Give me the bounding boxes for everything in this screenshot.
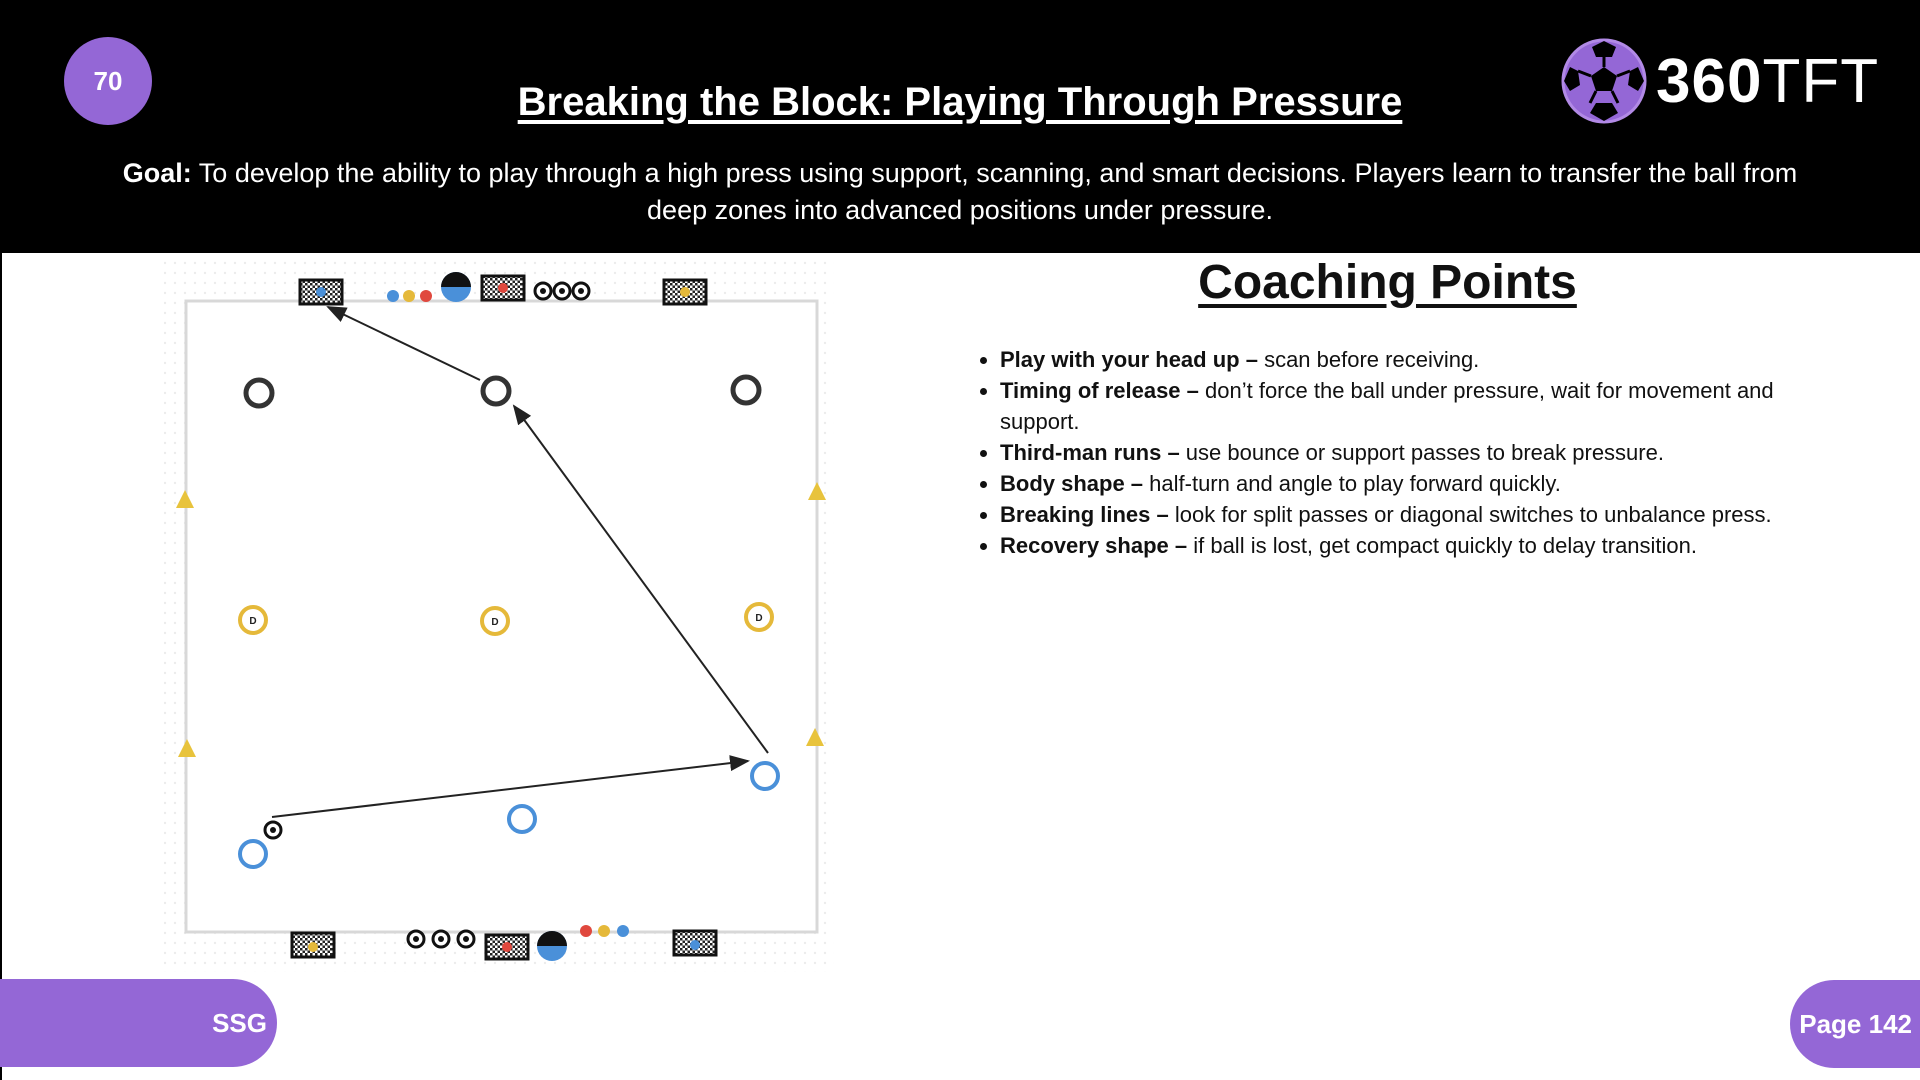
coaching-point-text: don’t force the ball under pressure, wai… bbox=[1000, 378, 1774, 434]
attacker-player bbox=[238, 839, 268, 869]
coaching-point: Play with your head up – scan before rec… bbox=[1000, 344, 1850, 375]
defender-label: D bbox=[755, 613, 762, 624]
cone-right-upper bbox=[808, 482, 826, 500]
page-title: Breaking the Block: Playing Through Pres… bbox=[517, 80, 1403, 124]
goal-description: To develop the ability to play through a… bbox=[191, 158, 1798, 225]
coaching-point-text: use bounce or support passes to break pr… bbox=[1179, 440, 1664, 465]
coaching-point: Timing of release – don’t force the ball… bbox=[1000, 375, 1850, 437]
goal-bottom-center bbox=[484, 933, 530, 961]
coaching-point-heading: Body shape – bbox=[1000, 471, 1144, 496]
attacker-player bbox=[750, 761, 780, 791]
coach-icon-top bbox=[441, 272, 471, 302]
coaching-point-text: half-turn and angle to play forward quic… bbox=[1143, 471, 1561, 496]
pass-arrow-2 bbox=[512, 404, 769, 754]
goal-text: Goal: To develop the ability to play thr… bbox=[110, 155, 1810, 229]
pass-arrow-3 bbox=[326, 306, 481, 381]
coaching-point: Body shape – half-turn and angle to play… bbox=[1000, 468, 1850, 499]
cone-right-lower bbox=[806, 728, 824, 746]
left-border bbox=[0, 253, 2, 1080]
coaching-point-text: scan before receiving. bbox=[1257, 347, 1480, 372]
category-tab: SSG bbox=[0, 979, 277, 1067]
brand-logo: 360TFT bbox=[1560, 36, 1879, 126]
goal-top-center bbox=[480, 274, 526, 302]
page-number-tab: Page 142 bbox=[1790, 980, 1920, 1068]
coaching-point-text: look for split passes or diagonal switch… bbox=[1168, 502, 1772, 527]
ball-stack-bottom bbox=[406, 929, 476, 949]
defender-label: D bbox=[249, 616, 256, 627]
coaching-point-heading: Recovery shape – bbox=[1000, 533, 1188, 558]
goal-label: Goal: bbox=[122, 158, 192, 188]
ball-stack-top bbox=[533, 281, 591, 301]
marker-dots-top bbox=[387, 290, 432, 302]
coaching-point: Breaking lines – look for split passes o… bbox=[1000, 499, 1850, 530]
football-icon bbox=[1561, 38, 1647, 124]
category-label: SSG bbox=[212, 1007, 267, 1038]
defender-player: D bbox=[238, 605, 268, 635]
defender-player: D bbox=[480, 606, 510, 636]
brand-name-bold: 360 bbox=[1656, 46, 1763, 116]
brand-name-light: TFT bbox=[1762, 46, 1880, 116]
page-number: Page 142 bbox=[1799, 1008, 1912, 1039]
coaching-points-title: Coaching Points bbox=[1198, 256, 1577, 309]
coaching-point-heading: Third-man runs – bbox=[1000, 440, 1180, 465]
defender-label: D bbox=[491, 617, 498, 628]
header-bar: 70 Breaking the Block: Playing Through P… bbox=[0, 0, 1920, 253]
coach-icon-bottom bbox=[537, 931, 567, 961]
goal-bottom-right bbox=[672, 929, 718, 957]
brand-wordmark: 360TFT bbox=[1656, 46, 1879, 117]
ball-icon bbox=[263, 820, 283, 840]
drill-diagram: D D D bbox=[164, 260, 834, 972]
defender-player: D bbox=[744, 602, 774, 632]
coaching-point: Third-man runs – use bounce or support p… bbox=[1000, 437, 1850, 468]
goal-bottom-left bbox=[290, 931, 336, 959]
coaching-points-list: Play with your head up – scan before rec… bbox=[970, 344, 1850, 561]
coaching-point-heading: Timing of release – bbox=[1000, 378, 1199, 403]
neutral-player bbox=[243, 377, 275, 409]
marker-dots-bottom bbox=[580, 925, 629, 937]
pass-arrow-1 bbox=[271, 755, 750, 818]
coaching-point-text: if ball is lost, get compact quickly to … bbox=[1187, 533, 1698, 558]
session-number-badge: 70 bbox=[64, 37, 152, 125]
cone-left-lower bbox=[178, 739, 196, 757]
goal-top-right bbox=[662, 278, 708, 306]
goal-top-left bbox=[298, 278, 344, 306]
coaching-point-heading: Play with your head up – bbox=[1000, 347, 1258, 372]
coaching-point: Recovery shape – if ball is lost, get co… bbox=[1000, 530, 1850, 561]
neutral-player bbox=[730, 374, 762, 406]
attacker-player bbox=[507, 804, 537, 834]
session-number: 70 bbox=[93, 65, 123, 96]
coaching-point-heading: Breaking lines – bbox=[1000, 502, 1169, 527]
cone-left-upper bbox=[176, 490, 194, 508]
neutral-player bbox=[480, 375, 512, 407]
